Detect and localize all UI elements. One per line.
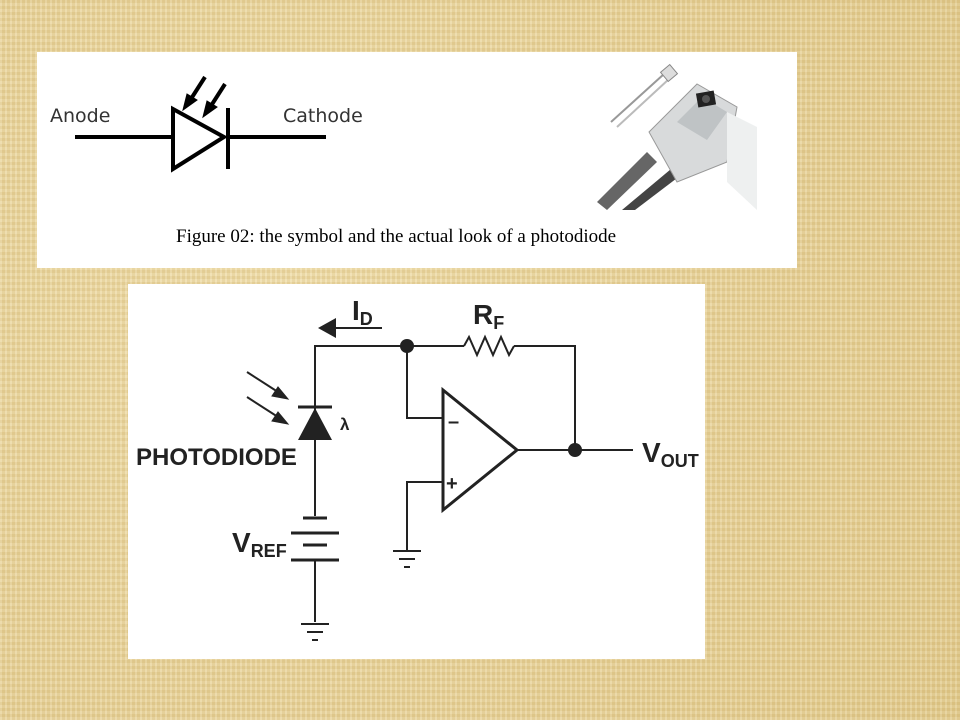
diode-symbol-diagram: Anode Cathode Figure 02: th — [50, 52, 757, 247]
incident-light-arrows-icon — [246, 371, 290, 425]
diode-triangle — [171, 105, 228, 173]
current-arrow-icon — [318, 318, 382, 338]
photodiode-symbol — [298, 405, 332, 440]
output-junction-dot — [568, 443, 582, 457]
circuit-wires — [314, 334, 633, 622]
cathode-label: Cathode — [283, 105, 363, 127]
anode-label: Anode — [50, 105, 110, 127]
battery-ground-icon — [301, 623, 329, 641]
input-junction-dot — [400, 339, 414, 353]
figure-caption: Figure 02: the symbol and the actual loo… — [176, 226, 616, 247]
rf-label: RF — [473, 299, 504, 333]
photodiode-photo — [597, 52, 757, 210]
op-amp-plus-sign: + — [446, 473, 458, 495]
op-amp-minus-sign: – — [448, 411, 459, 433]
opamp-ground-icon — [393, 550, 421, 568]
photodiode-label: PHOTODIODE — [136, 444, 297, 471]
circuit-panel: – + λ PHOTODIODE — [128, 284, 705, 659]
lambda-label: λ — [340, 415, 350, 434]
id-label: ID — [352, 295, 373, 329]
op-amp-symbol — [441, 386, 520, 514]
symbol-figure-panel: Anode Cathode Figure 02: th — [37, 52, 797, 268]
vref-label: VREF — [232, 527, 287, 561]
circuit-diagram: – + λ PHOTODIODE — [136, 295, 699, 641]
battery-symbol — [291, 516, 339, 562]
vout-label: VOUT — [642, 437, 699, 471]
light-arrows-icon — [182, 75, 227, 119]
